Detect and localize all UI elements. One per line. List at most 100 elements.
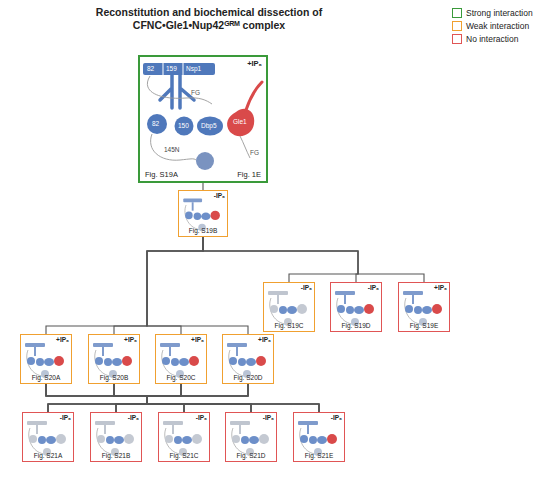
mini-cartoon	[335, 291, 374, 326]
nup42-domain	[196, 152, 214, 170]
gle1-shape	[227, 109, 254, 136]
condition-label: -IP₆	[331, 415, 342, 422]
nsp1-bar	[143, 63, 215, 75]
figure-reference: Fig. S21C	[159, 453, 209, 460]
experiment-box: -IP₆Fig. S21E	[293, 412, 345, 462]
tree-connector	[114, 384, 147, 412]
mini-cartoon	[268, 291, 307, 326]
condition-label: -IP₆	[301, 285, 312, 292]
fg-tail	[147, 76, 212, 104]
figure-reference: Fig. S19D	[331, 323, 381, 330]
coiled-coil	[160, 75, 194, 108]
mini-cartoon	[183, 198, 220, 231]
experiment-box: -IP₆Fig. S19D	[330, 282, 382, 332]
tree-connector	[114, 384, 251, 412]
figure-reference: Fig. S19B	[179, 228, 227, 235]
tree-connector	[147, 384, 184, 412]
tree-connector	[147, 384, 319, 412]
tree-connector	[203, 237, 358, 282]
figure-reference: Fig. S20A	[21, 375, 71, 382]
legend-row: No interaction	[452, 32, 548, 45]
condition-label: -IP₆	[196, 415, 207, 422]
legend-text: No interaction	[466, 34, 518, 44]
fg-tail	[240, 136, 250, 158]
mini-cartoon	[25, 343, 64, 378]
experiment-box: +IP₆Fig. S20C	[155, 334, 207, 384]
legend-swatch	[452, 21, 462, 31]
figure-reference: Fig. 1E	[237, 171, 261, 179]
experiment-box: +IP₆ Fig. S20A	[20, 334, 72, 384]
mini-cartoon	[93, 343, 132, 378]
legend-swatch	[452, 34, 462, 44]
figure-reference: Fig. S20B	[89, 375, 139, 382]
condition-label: -IP₆	[128, 415, 139, 422]
tree-connector	[48, 384, 248, 412]
complex-cartoon	[143, 63, 262, 170]
legend: Strong interactionWeak interaction No int…	[452, 6, 548, 45]
tree-connector	[147, 384, 319, 412]
experiment-box: +IP₆Fig. S19E	[398, 282, 450, 332]
figure-reference: Fig. S20D	[223, 375, 273, 382]
part-label: FG	[250, 150, 259, 157]
figure-reference: Fig. S19E	[399, 323, 449, 330]
condition-label: -IP₆	[60, 415, 71, 422]
tree-connector	[46, 384, 147, 412]
tree-connector	[202, 183, 203, 190]
tree-connector	[46, 384, 251, 412]
tree-connector	[48, 384, 147, 412]
figure-reference: Fig. S19C	[264, 323, 314, 330]
mini-cartoon	[163, 421, 202, 456]
figure-reference: Fig. S21D	[226, 453, 276, 460]
tree-connector	[46, 384, 319, 412]
bar-divider	[183, 63, 184, 75]
condition-label: +IP₆	[56, 337, 69, 344]
mini-cartoon	[227, 343, 266, 378]
legend-text: Weak interaction	[466, 21, 529, 31]
experiment-box: -IP₆ Fig. S21C	[158, 412, 210, 462]
mini-cartoon	[230, 421, 269, 456]
nup82-domain	[147, 114, 167, 134]
n-terminal-tail	[151, 134, 196, 160]
part-label: Dbp5	[201, 123, 217, 130]
tree-connector	[147, 384, 251, 412]
experiment-box: +IP₆ Fig. S20B	[88, 334, 140, 384]
experiment-box: -IP₆ Fig. S19C	[263, 282, 315, 332]
part-label: Gle1	[233, 119, 247, 126]
mini-cartoon	[27, 421, 66, 456]
part-label: FG	[191, 90, 200, 97]
figure-reference: Fig. S19A	[145, 171, 178, 179]
condition-label: -IP₆	[214, 193, 225, 200]
tree-connector	[114, 384, 319, 412]
mini-cartoon	[298, 421, 337, 456]
condition-label: -IP₆	[263, 415, 274, 422]
tree-connector	[114, 384, 184, 412]
nup159-domain	[175, 117, 194, 136]
legend-text: Strong interaction	[466, 8, 533, 18]
part-label: 82	[152, 121, 159, 128]
legend-swatch	[452, 8, 462, 18]
gle1-tail	[246, 82, 262, 110]
condition-label: +IP₆	[247, 60, 262, 68]
dbp5-domain	[197, 117, 223, 136]
diagram-title: Reconstitution and biochemical dissectio…	[78, 6, 340, 32]
condition-label: +IP₆	[191, 337, 204, 344]
mini-cartoon	[403, 291, 442, 326]
legend-row: Weak interaction	[452, 19, 548, 32]
tree-connector	[46, 384, 184, 412]
tree-connector	[46, 384, 147, 412]
legend-row: Strong interaction	[452, 6, 548, 19]
part-label: 82	[147, 66, 154, 73]
condition-label: +IP₆	[124, 337, 137, 344]
part-label: 145N	[164, 147, 180, 154]
tree-connector	[203, 237, 358, 282]
experiment-box: -IP₆ Fig. S19B	[178, 190, 228, 237]
figure-reference: Fig. S21A	[23, 453, 73, 460]
figure-reference: Fig. S21B	[91, 453, 141, 460]
mini-cartoon	[160, 343, 199, 378]
part-label: 150	[178, 123, 189, 130]
tree-connector	[48, 384, 181, 412]
mini-cartoon	[95, 421, 134, 456]
